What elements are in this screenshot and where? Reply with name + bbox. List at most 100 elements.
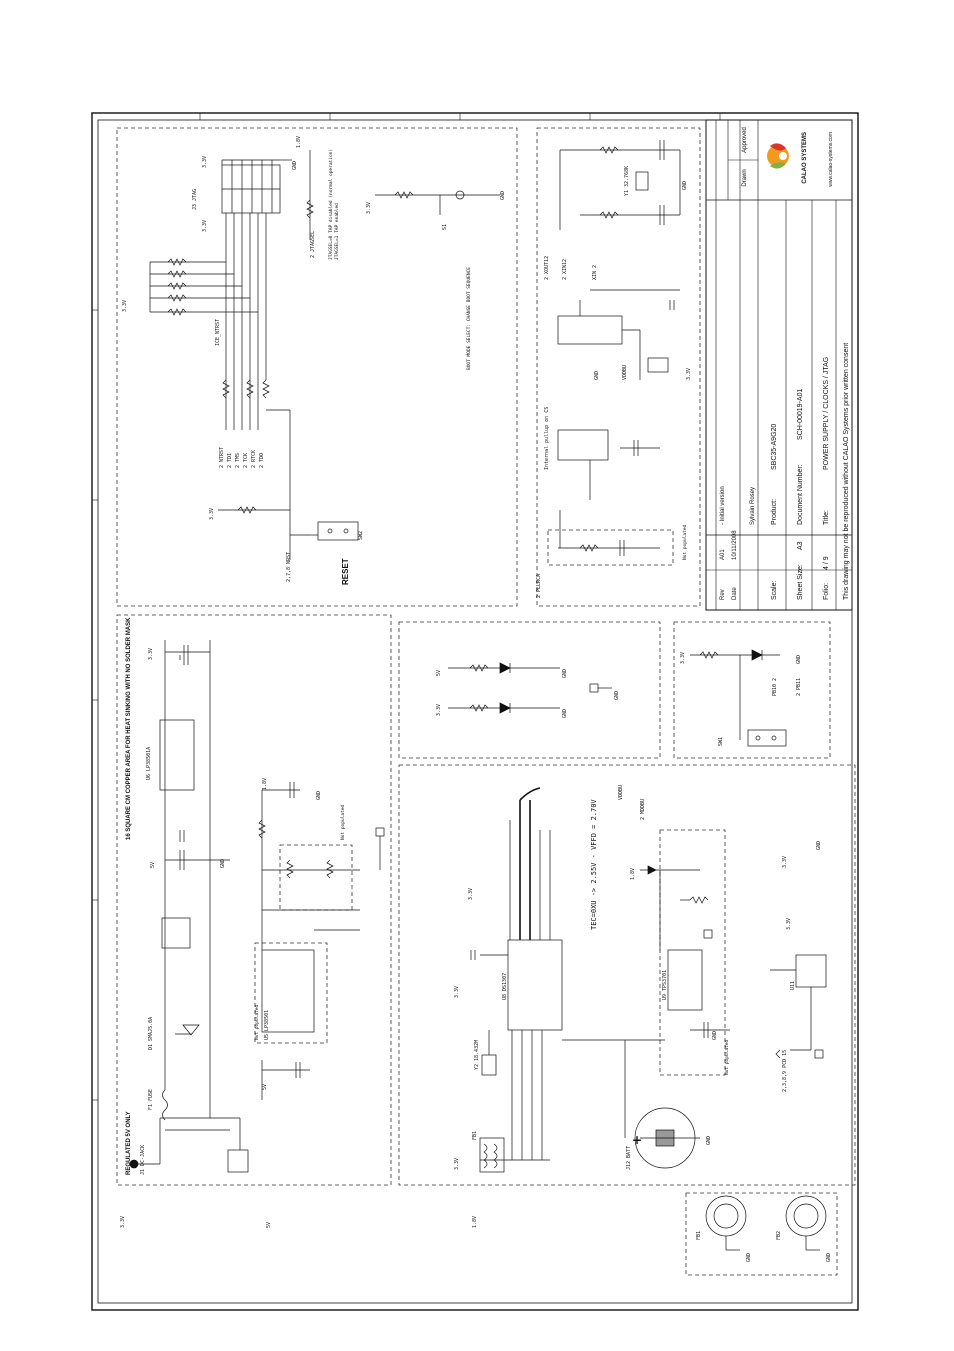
label-gnd-led2: GND [562,709,568,718]
date-value: 10/11/2008 [732,530,738,560]
button-labels: 3.3V GND PB10 2 2 PB11 SW1 [680,652,802,746]
sheet-border-outer [91,112,859,1311]
label-ntrst: 2 NTRST [219,447,225,468]
scale-label: Scale: [771,580,778,600]
reset-title: RESET [341,558,350,585]
button-wiring [690,649,787,747]
label-1v8-power: 1.8V [262,778,268,790]
label-gnd-btn: GND [796,655,802,664]
label-nrst: 2,7,8 NRST [286,552,292,582]
pageref-3: 1.8V [472,1216,478,1228]
label-gnd-u11: GND [816,841,822,850]
regulated-note: REGULATED 5V ONLY [126,1111,132,1175]
label-not-populated-power: Not populated [340,804,346,840]
label-sw1: SW1 [718,737,724,746]
fiducials [705,1195,827,1251]
label-3v3-power: 3.3V [148,648,154,660]
rtc-wiring: + [470,787,827,1173]
label-ice-ntrst: ICE_NTRST [215,319,221,346]
label-3v3-rtc: 3.3V [468,888,474,900]
jtagsel-note-1: JTAGSEL=0 TAP disabled (normal operation… [328,149,334,260]
label-tms: 2 TMS [235,453,241,468]
folio-label: Folio: [823,583,830,600]
label-5v-power: 5V [150,862,156,868]
label-pcd: 2,3,8,9 PCD 15 [782,1050,788,1092]
label-3v3-boot: 3.3V [366,202,372,214]
svg-text:+: + [632,1133,642,1147]
pll-subsection [547,529,674,566]
label-tdi: 2 TDI [227,453,233,468]
label-xin: XIN 2 [592,265,598,280]
approved-label: Approved [742,127,748,153]
jtagsel-note-2: JTAGSEL=1 TAP enabled [334,203,340,260]
label-pb11: 2 PB11 [796,678,802,696]
label-3v3-clk: 3.3V [686,368,692,380]
document-number-value: SCH-00019-A01 [797,389,804,440]
label-fb1: FB1 [696,1231,702,1240]
fiducial-labels: FB1 FB2 GND GND [696,1231,832,1262]
date-label: Date [732,587,738,600]
label-5v-u5: 5V [262,1084,268,1090]
label-3v3-rtc3: 3.3V [454,1158,460,1170]
label-j1: J1 DC-JACK [140,1145,146,1175]
label-tdo: 2 TDO [259,453,265,468]
label-internal-pullup: Internal pullup on CS [544,407,550,470]
label-3v3-rtc2: 3.3V [454,986,460,998]
label-3v3-u11b: 3.3V [786,918,792,930]
label-u11: U11 [790,981,796,990]
label-u8: U8 DS1307 [502,973,508,1000]
clock-section [536,127,701,607]
label-xout12: 2 XOUT12 [544,256,550,280]
label-vddbu-rtc: VDDBU [618,785,624,800]
page-references: 3.3V 5V 1.8V [120,1216,478,1228]
label-gnd-batt: GND [706,1136,712,1145]
label-y1: Y1 32.768K [624,166,630,196]
rtc-labels: TEC=0XU -> 2.55V - VFFD = 2.70V U8 DS130… [454,785,822,1170]
label-3v3-led: 3.3V [436,704,442,716]
regulator-subsection [659,829,726,1076]
label-mddbu: 2 MDDBU [640,799,646,820]
label-3v3-pullup: 3.3V [122,300,128,312]
label-vddbu: VDDBU [622,365,628,380]
title-block: CALAO SYSTEMS www.calao-systems.com Draw… [705,119,853,611]
label-xin12: 2 XIN12 [562,259,568,280]
document-number-label: Document Number: [797,464,804,525]
label-3v3-btn: 3.3V [680,652,686,664]
led-section [398,621,661,759]
tec-note: TEC=0XU -> 2.55V - VFFD = 2.70V [590,799,598,930]
button-section [673,621,831,759]
label-3v3-reset: 3.3V [209,508,215,520]
label-gnd-u9: GND [712,1031,718,1040]
power-section [116,614,392,1186]
label-tck: 2 TCK [243,453,249,468]
label-j12: J12 BATT [626,1146,632,1170]
label-gnd-fb1: GND [746,1253,752,1262]
copyright-note: This drawing may not be reproduced witho… [843,343,850,600]
label-gnd-clk: GND [682,181,688,190]
product-value: SBC35-A9G20 [771,424,778,470]
jtag-section [116,127,518,607]
revision-description: - Initial version [720,486,726,525]
label-fb2: FB2 [776,1231,782,1240]
crystal-y-clk [635,171,649,191]
label-1v8-jtag: 1.8V [296,136,302,148]
sheet-size-value: A3 [797,541,804,550]
clock-labels: 2 XOUT12 2 XIN12 XIN 2 Y1 32.768K GND In… [536,166,692,598]
product-label: Product: [771,499,778,525]
label-gnd-fb2: GND [826,1253,832,1262]
led-wiring [448,662,612,714]
jtag-labels: 3.3V 3.3V GND J3 JTAG 3.3V 2 NTRST 2 TDI… [122,136,506,585]
title-label: Title: [823,510,830,525]
label-jtagsel: 2 JTAGSEL [310,231,316,258]
label-not-populated-pll: Not populated [682,524,688,560]
led-labels: 5V 3.3V GND GND GND [436,669,620,718]
label-gnd-j3: GND [292,161,298,170]
boot-note: BOOT MODE SELECT: CHANGE BOOT SEQUENCE [466,267,472,370]
label-3v3-j3: 3.3V [202,156,208,168]
label-u5: U5 LP38501 [264,1010,270,1040]
sheet-border-inner [97,119,853,1304]
label-3v3-u11: 3.3V [782,856,788,868]
heatsink-note: 16 SQUARE CM COPPER AREA FOR HEAT SINKIN… [126,617,132,840]
label-rtck: 2 RTCK [251,450,257,468]
